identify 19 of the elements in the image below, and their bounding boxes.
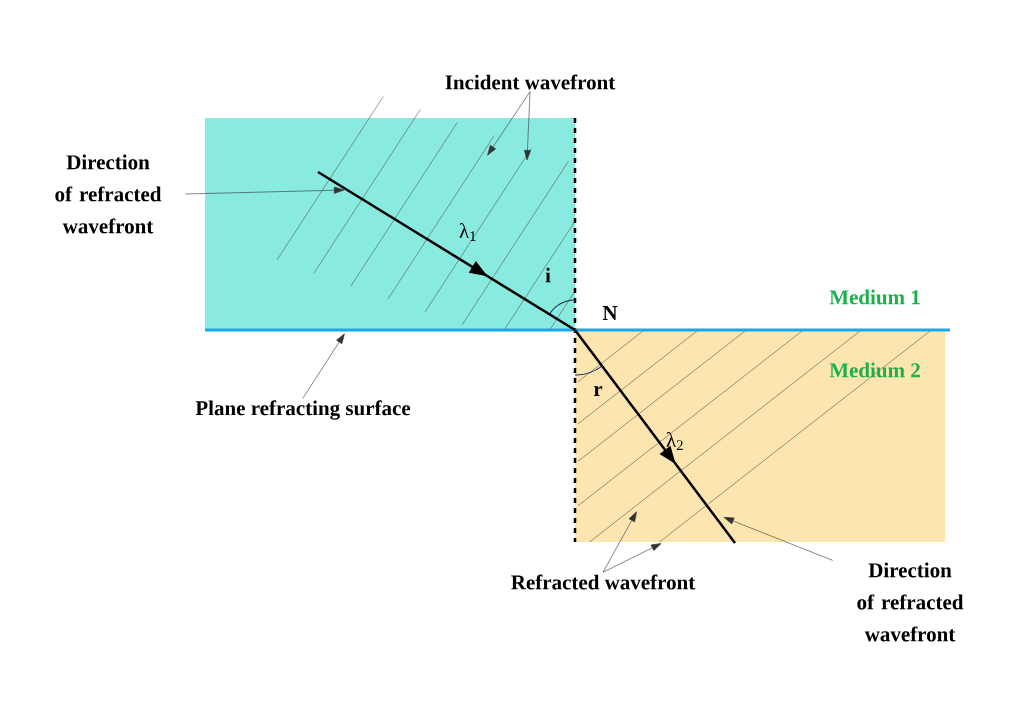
leader-line bbox=[524, 91, 531, 161]
callout-text: Refracted wavefront bbox=[511, 574, 696, 590]
callout-text: Direction of refracted wavefront bbox=[55, 154, 162, 234]
angle-symbol: r bbox=[593, 386, 603, 396]
leader-line bbox=[487, 91, 531, 156]
wavelength-symbol: λ$_{1}$ bbox=[459, 223, 476, 241]
wavelength-symbol: λ$_{2}$ bbox=[666, 432, 683, 450]
callout-text: Incident wavefront bbox=[445, 74, 616, 90]
point-label: N bbox=[602, 306, 618, 320]
medium-label: Medium 1 bbox=[829, 289, 920, 305]
callout-text: Direction of refracted wavefront bbox=[857, 562, 964, 642]
leader-line bbox=[723, 517, 834, 561]
angle-symbol: i bbox=[545, 267, 551, 283]
leader-line bbox=[184, 186, 345, 195]
leader-line bbox=[302, 333, 345, 399]
leader-line bbox=[602, 511, 637, 573]
callout-text: Plane refracting surface bbox=[195, 400, 411, 420]
medium-label: Medium 2 bbox=[829, 362, 920, 378]
leader-line bbox=[602, 543, 662, 573]
